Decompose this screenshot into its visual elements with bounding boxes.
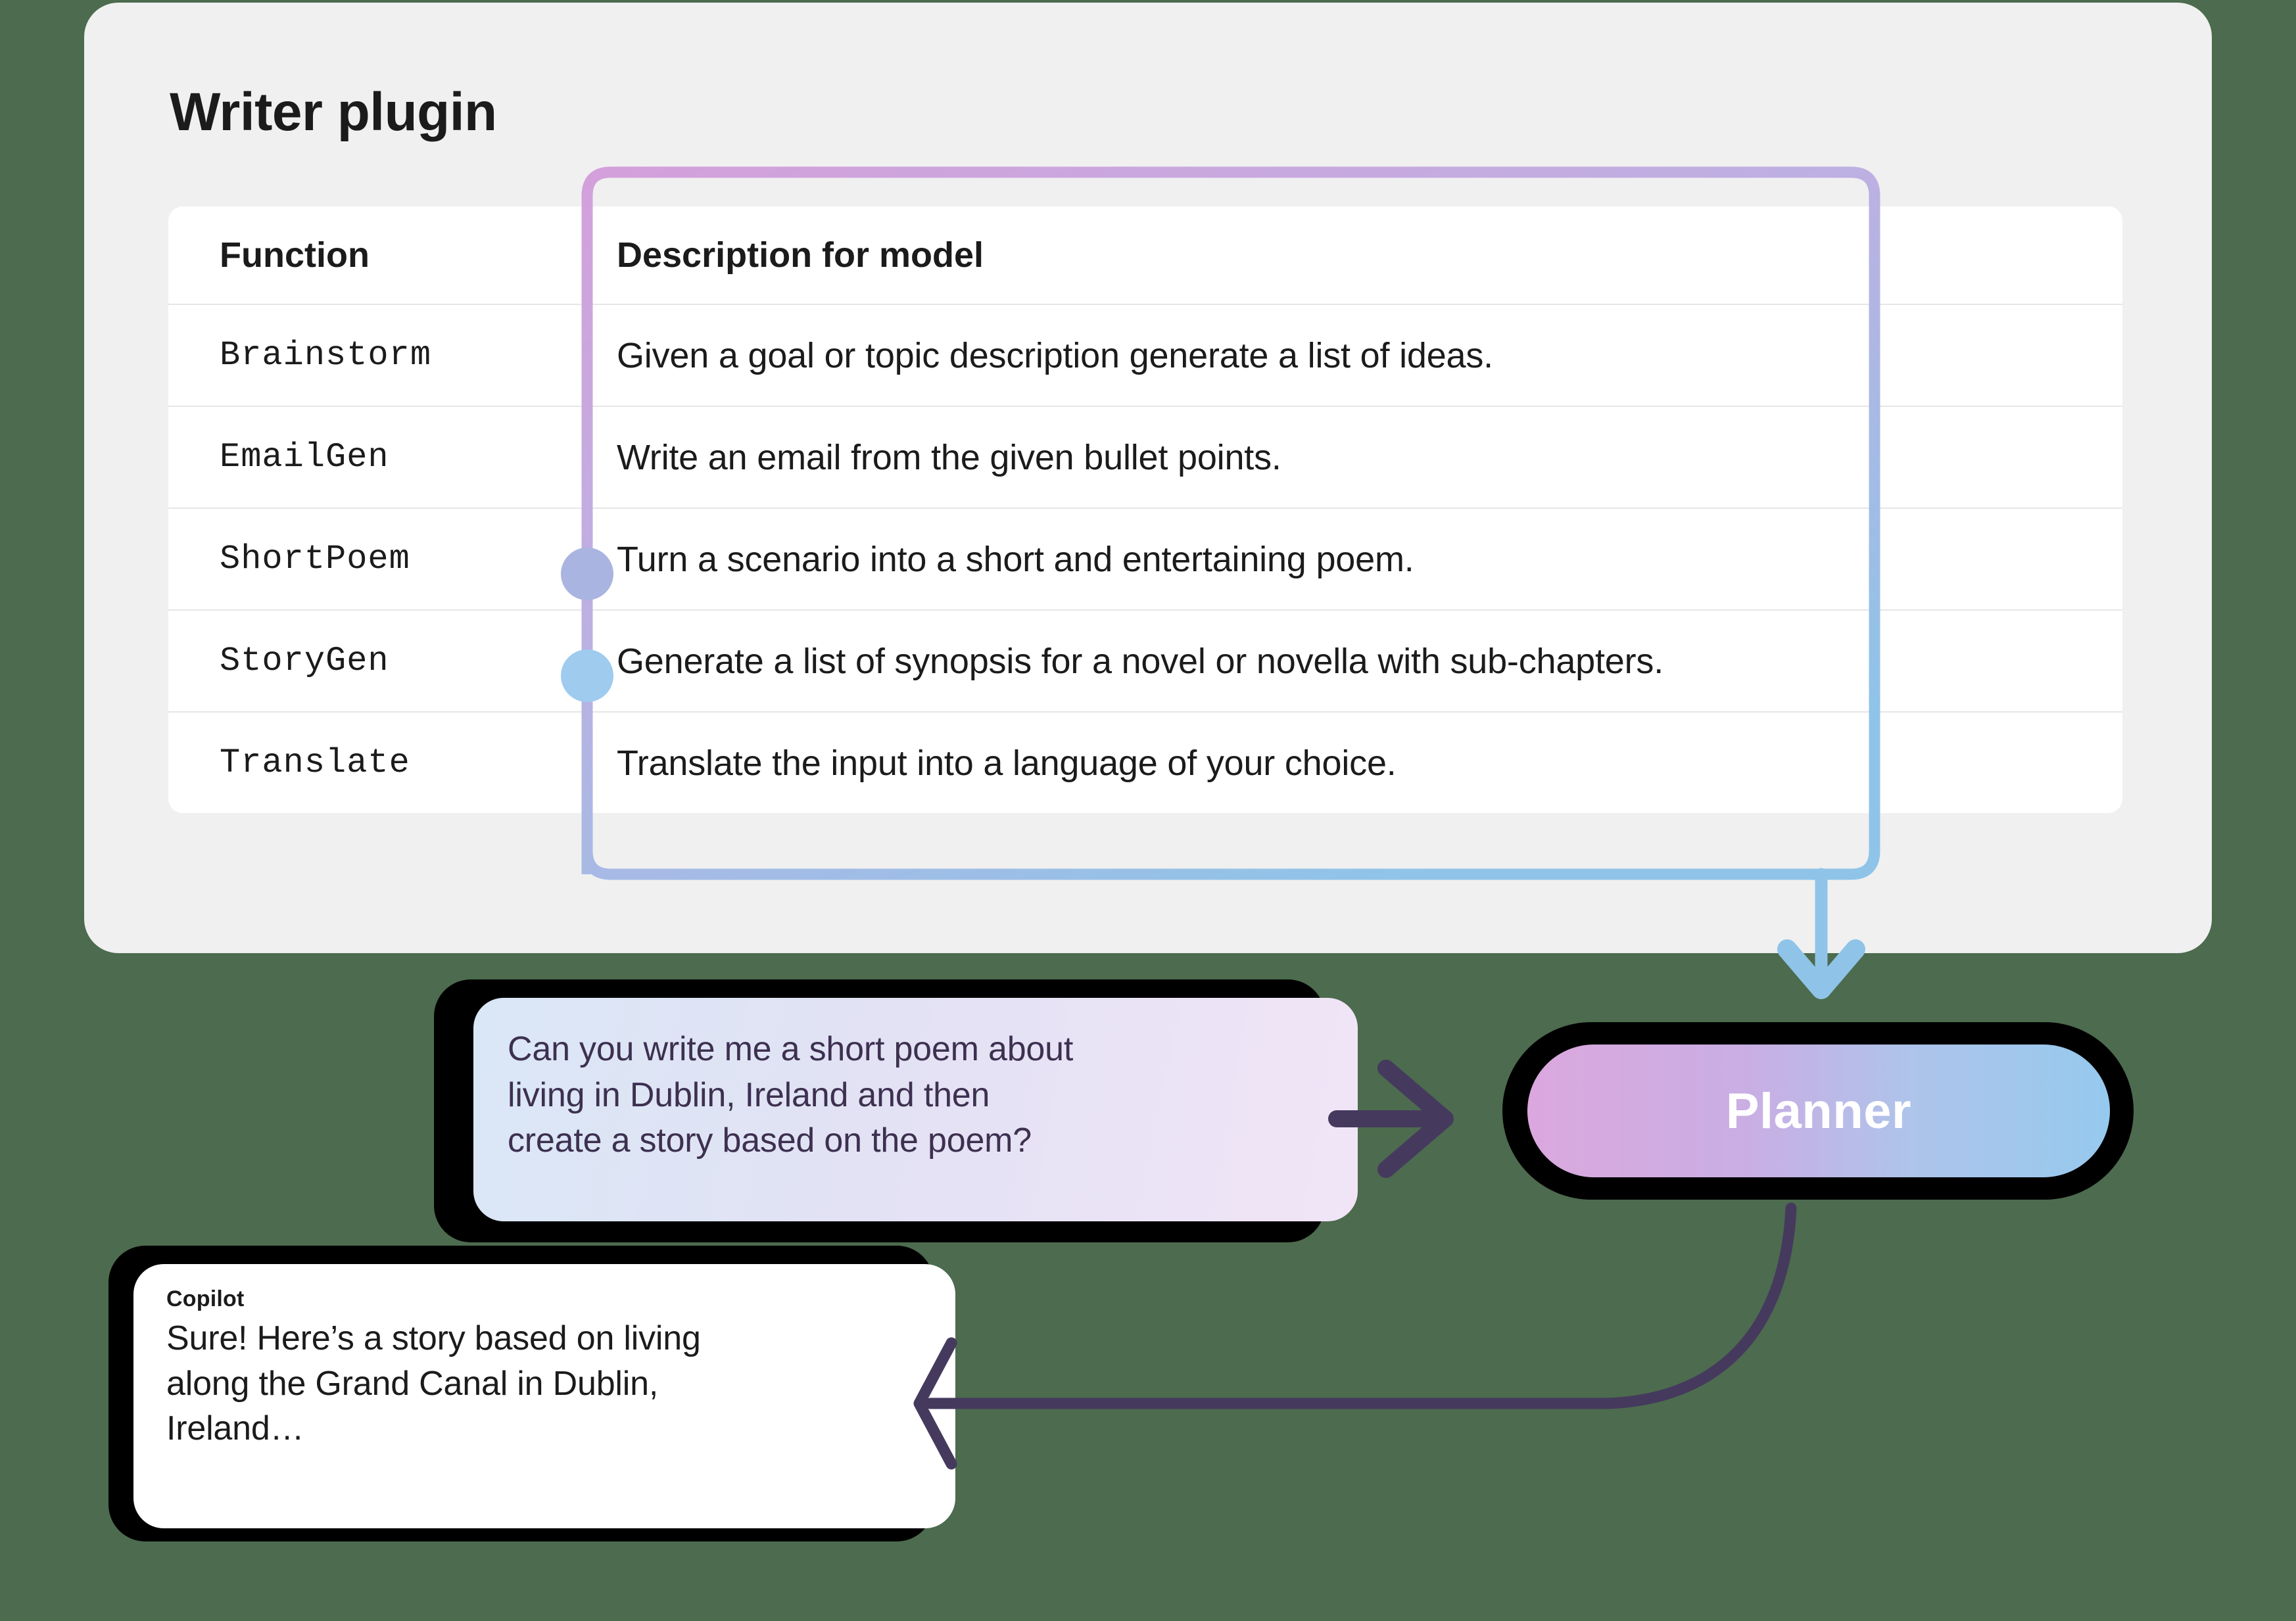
- function-table: Function Description for model Brainstor…: [168, 206, 2122, 813]
- user-message-bubble: Can you write me a short poem about livi…: [434, 979, 1358, 1242]
- column-header-description: Description for model: [617, 235, 984, 275]
- table-header-row: Function Description for model: [168, 206, 2122, 304]
- user-message-text: Can you write me a short poem about livi…: [508, 1030, 1074, 1160]
- function-name: EmailGen: [220, 438, 389, 477]
- table-row[interactable]: Translate Translate the input into a lan…: [168, 711, 2122, 813]
- function-name: Brainstorm: [220, 336, 432, 375]
- writer-plugin-panel: Writer plugin Function Description for m…: [84, 3, 2212, 953]
- function-description: Translate the input into a language of y…: [617, 743, 1397, 783]
- planner-pill[interactable]: Planner: [1527, 1045, 2110, 1177]
- function-description: Generate a list of synopsis for a novel …: [617, 641, 1664, 681]
- connector-arrowhead-icon: [1777, 939, 1865, 999]
- table-row[interactable]: Brainstorm Given a goal or topic descrip…: [168, 304, 2122, 406]
- copilot-message-bubble: Copilot Sure! Here’s a story based on li…: [108, 1246, 963, 1541]
- planner-node[interactable]: Planner: [1502, 1022, 2134, 1200]
- request-arrowhead-icon: [1377, 1060, 1454, 1178]
- function-name: StoryGen: [220, 642, 389, 680]
- function-description: Given a goal or topic description genera…: [617, 335, 1493, 375]
- column-header-function: Function: [220, 235, 370, 275]
- function-description: Turn a scenario into a short and enterta…: [617, 539, 1414, 579]
- table-row[interactable]: StoryGen Generate a list of synopsis for…: [168, 609, 2122, 711]
- planner-label: Planner: [1725, 1083, 1912, 1139]
- user-bubble-card: Can you write me a short poem about livi…: [473, 998, 1358, 1221]
- function-name: ShortPoem: [220, 540, 410, 578]
- function-name: Translate: [220, 743, 410, 782]
- table-row[interactable]: ShortPoem Turn a scenario into a short a…: [168, 507, 2122, 609]
- page-title: Writer plugin: [170, 82, 497, 142]
- copilot-message-text: Sure! Here’s a story based on living alo…: [166, 1319, 701, 1448]
- function-description: Write an email from the given bullet poi…: [617, 437, 1281, 477]
- copilot-sender-label: Copilot: [166, 1286, 245, 1311]
- copilot-bubble-card: Copilot Sure! Here’s a story based on li…: [133, 1264, 955, 1528]
- table-row[interactable]: EmailGen Write an email from the given b…: [168, 406, 2122, 507]
